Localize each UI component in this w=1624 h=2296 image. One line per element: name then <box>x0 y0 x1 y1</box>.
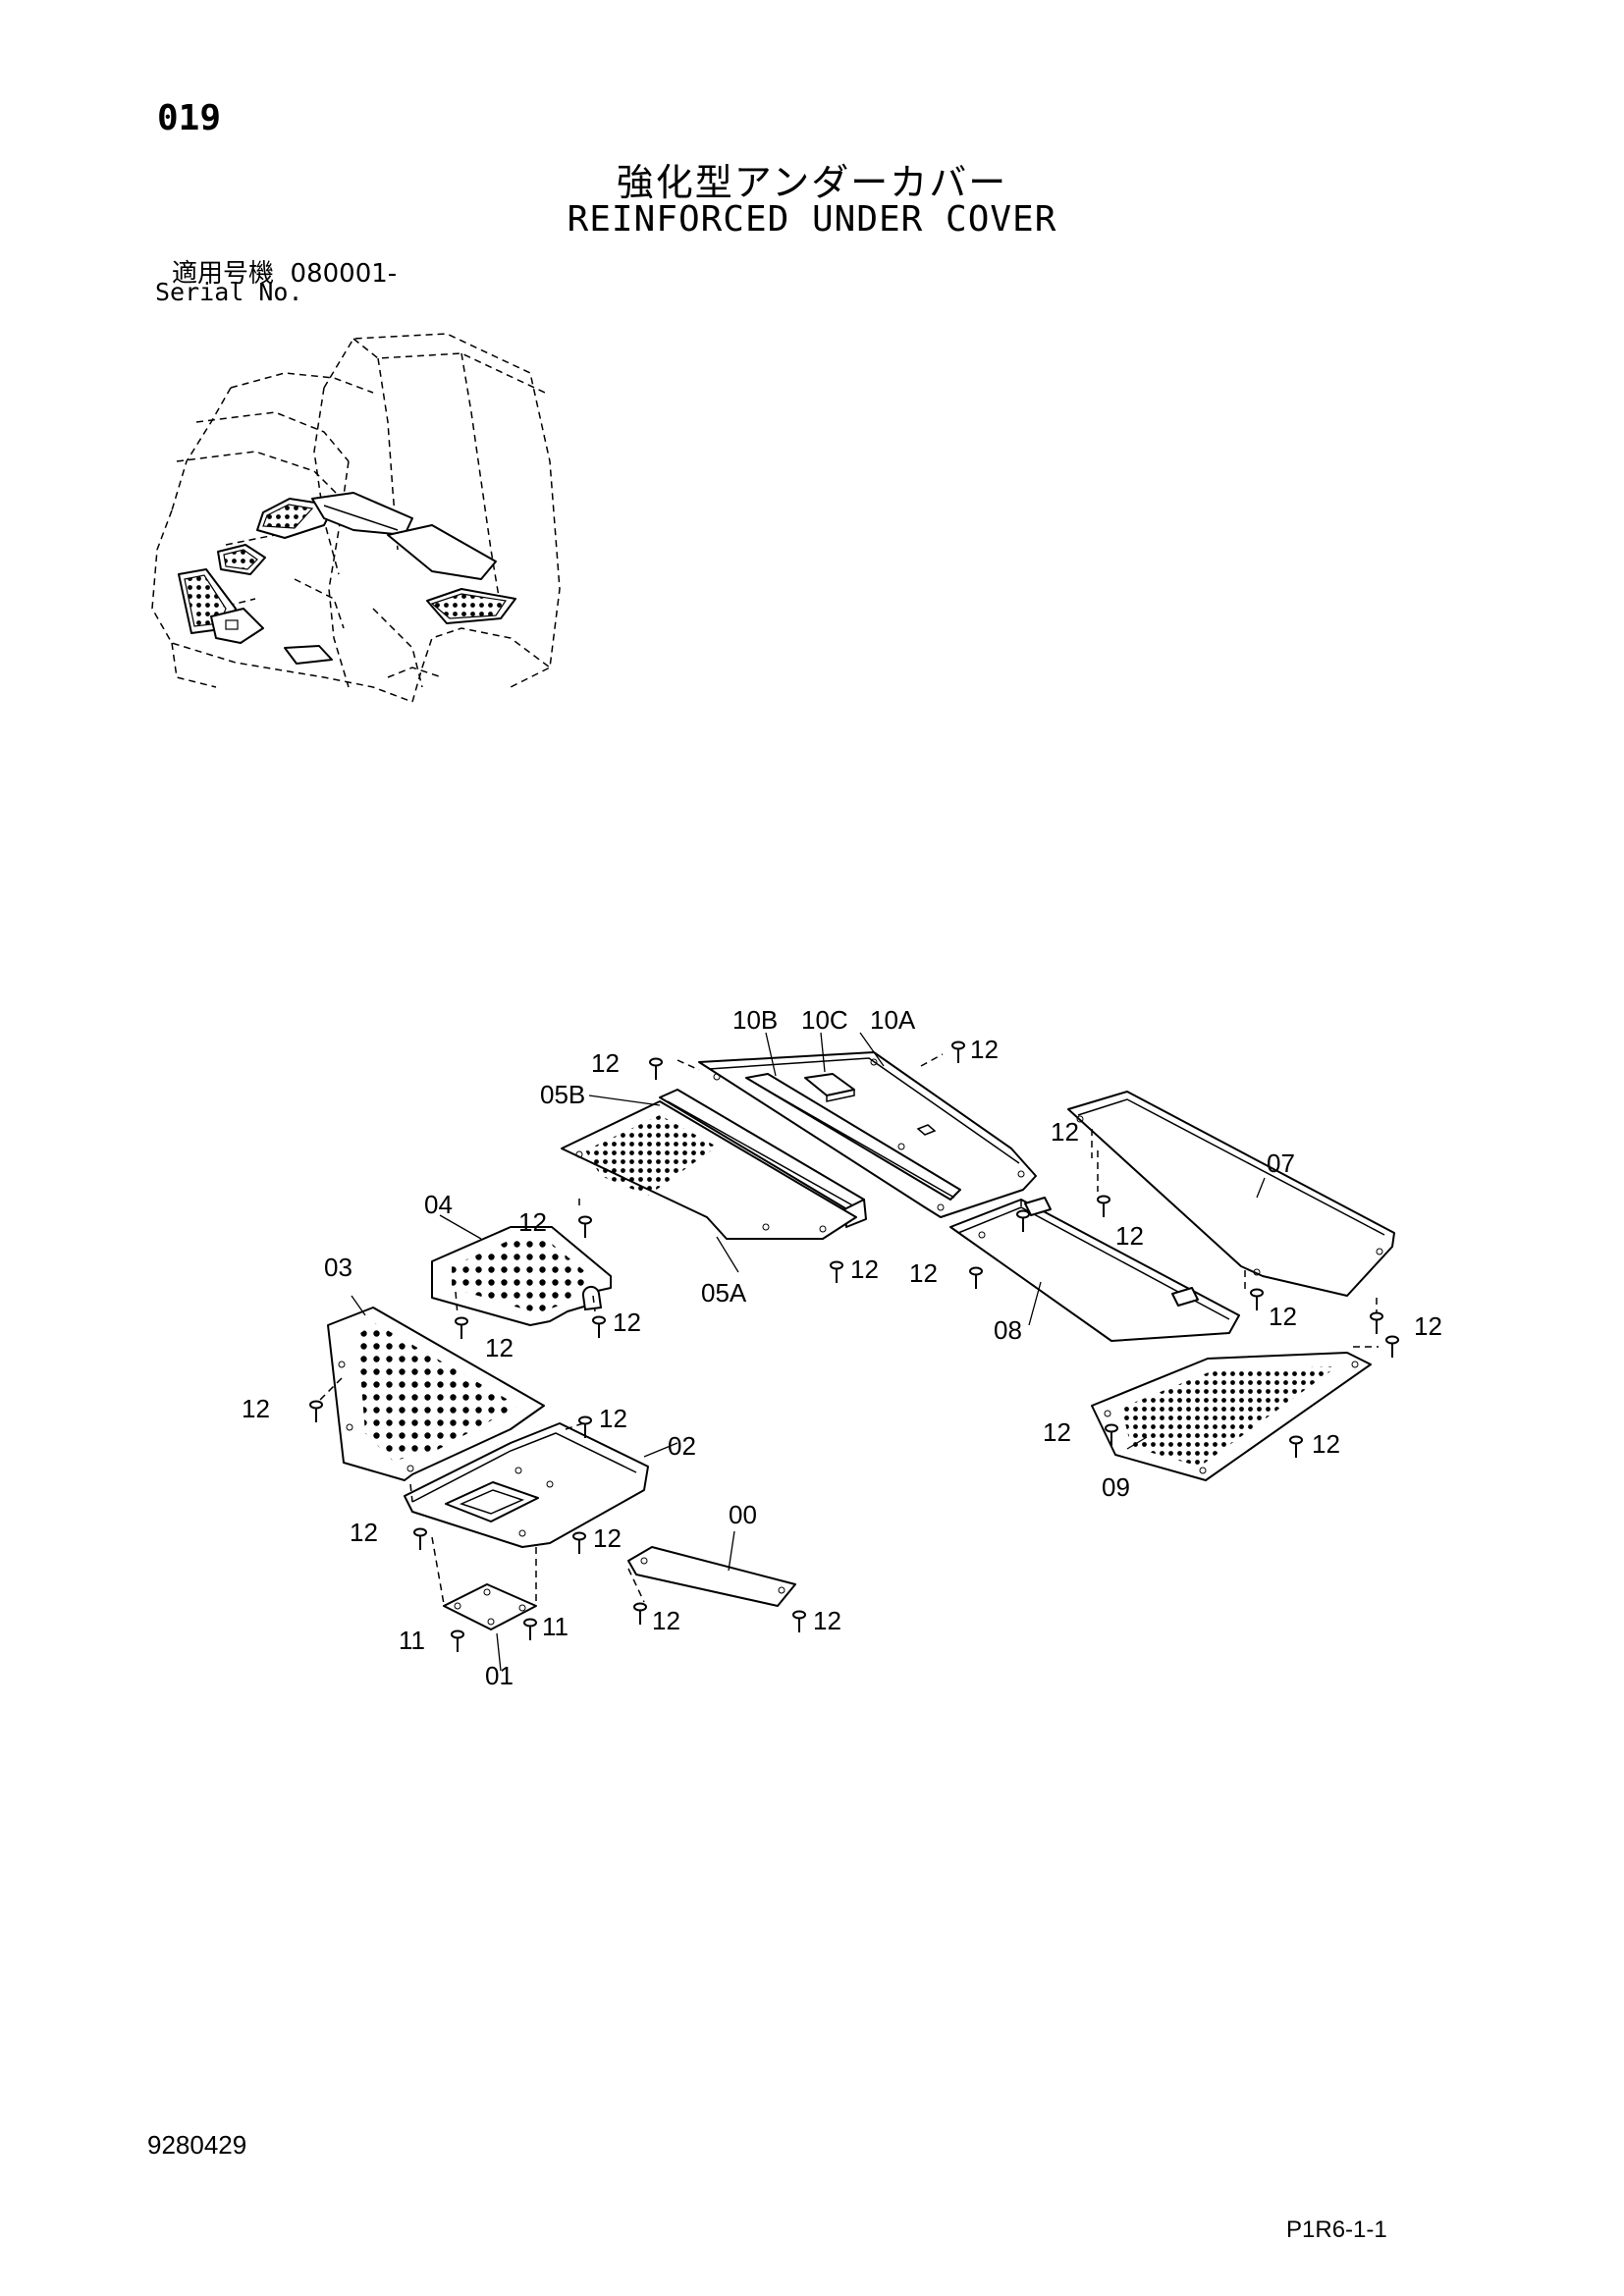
label-12: 12 <box>485 1333 514 1362</box>
label-03: 03 <box>324 1253 352 1282</box>
label-12: 12 <box>1051 1117 1079 1147</box>
cover-10b <box>745 1073 961 1201</box>
page-number: 019 <box>157 98 222 138</box>
label-02: 02 <box>668 1431 696 1461</box>
label-04: 04 <box>424 1190 453 1219</box>
label-08: 08 <box>994 1315 1022 1345</box>
cover-02 <box>404 1422 649 1548</box>
cover-01 <box>443 1583 537 1630</box>
cover-10c <box>804 1073 855 1102</box>
label-12: 12 <box>909 1258 938 1288</box>
label-12: 12 <box>652 1606 680 1635</box>
label-09: 09 <box>1102 1472 1130 1502</box>
label-12: 12 <box>593 1523 622 1553</box>
label-12: 12 <box>1414 1311 1442 1341</box>
overview-cab-drawing <box>151 333 561 703</box>
serial-value: 080001- <box>290 259 398 289</box>
cover-03 <box>327 1307 545 1481</box>
label-10b: 10B <box>732 1005 778 1035</box>
page-reference: P1R6-1-1 <box>1286 2216 1387 2243</box>
serial-label-japanese: 適用号機 <box>172 259 275 289</box>
cover-07 <box>1067 1091 1395 1297</box>
label-12: 12 <box>242 1394 270 1423</box>
label-12: 12 <box>518 1207 547 1237</box>
cover-04 <box>431 1226 612 1326</box>
label-07: 07 <box>1267 1148 1295 1178</box>
label-12: 12 <box>850 1255 879 1284</box>
serial-label-english: Serial No. <box>155 278 303 306</box>
label-12: 12 <box>1312 1429 1340 1459</box>
label-12: 12 <box>350 1518 378 1547</box>
label-12: 12 <box>613 1308 641 1337</box>
label-12: 12 <box>599 1404 627 1433</box>
label-00: 00 <box>729 1500 757 1529</box>
label-12: 12 <box>970 1035 999 1064</box>
label-12: 12 <box>813 1606 841 1635</box>
label-12: 12 <box>1043 1417 1071 1447</box>
cover-05b <box>659 1089 867 1228</box>
serial-line-japanese: 適用号機 080001- <box>172 253 397 290</box>
label-11: 11 <box>399 1626 425 1655</box>
title-english: REINFORCED UNDER COVER <box>567 199 1057 240</box>
cover-00 <box>627 1546 796 1607</box>
cover-09 <box>1091 1352 1372 1481</box>
label-10c: 10C <box>801 1005 848 1035</box>
label-10a: 10A <box>870 1005 916 1035</box>
label-12: 12 <box>591 1048 620 1078</box>
label-11: 11 <box>542 1612 568 1641</box>
label-12: 12 <box>1115 1221 1144 1251</box>
label-05b: 05B <box>540 1080 585 1109</box>
label-05a: 05A <box>701 1278 747 1308</box>
title-japanese: 強化型アンダーカバー <box>616 161 1008 204</box>
document-number: 9280429 <box>147 2130 247 2160</box>
cover-08 <box>949 1197 1240 1342</box>
part-labels: 10A 10B 10C 05B 04 03 05A 07 08 09 02 00… <box>242 1005 1442 1690</box>
cover-05a <box>561 1100 857 1240</box>
label-12: 12 <box>1269 1302 1297 1331</box>
exploded-view <box>309 1032 1399 1672</box>
label-01: 01 <box>485 1661 514 1690</box>
